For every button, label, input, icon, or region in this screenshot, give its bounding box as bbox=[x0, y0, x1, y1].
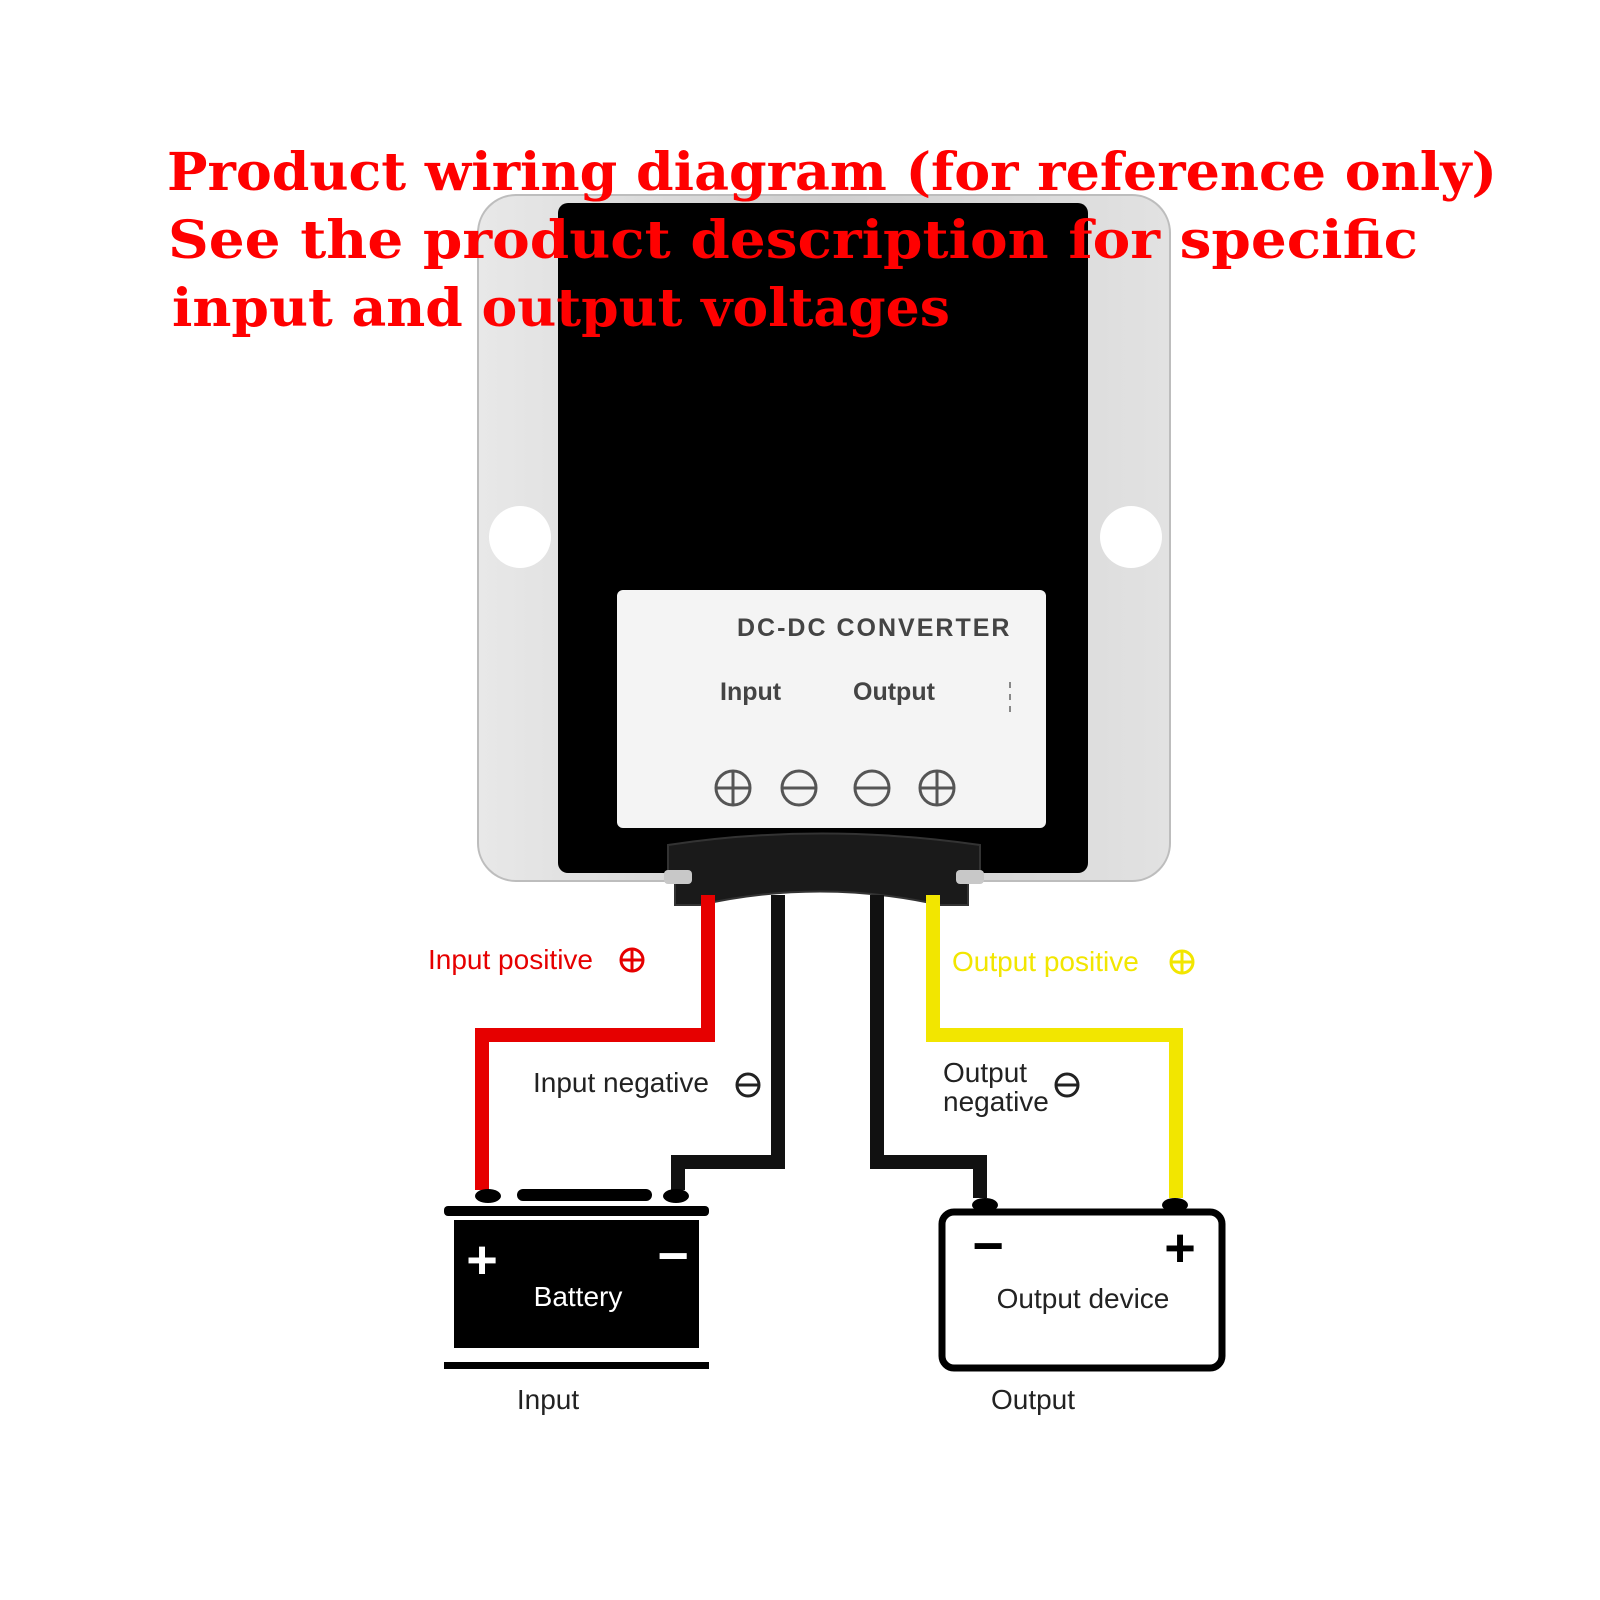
heading-line-1: Product wiring diagram (for reference on… bbox=[167, 142, 1497, 203]
wire-input-negative bbox=[671, 895, 785, 1190]
label-input-negative: Input negative bbox=[533, 1067, 709, 1098]
battery-plus-terminal: + bbox=[466, 1230, 498, 1290]
output-device-label: Output device bbox=[997, 1283, 1170, 1314]
output-device-plus-terminal: + bbox=[1164, 1218, 1196, 1278]
converter-label-sticker bbox=[617, 590, 1046, 828]
wire-input-positive bbox=[475, 895, 715, 1190]
battery-caption: Input bbox=[517, 1384, 579, 1415]
label-output-positive: Output positive bbox=[952, 946, 1139, 977]
battery-post-positive bbox=[475, 1189, 501, 1203]
battery: + − Battery bbox=[444, 1189, 709, 1369]
output-device-caption: Output bbox=[991, 1384, 1075, 1415]
converter-title: DC-DC CONVERTER bbox=[737, 614, 1011, 642]
heading-line-2: See the product description for specific bbox=[168, 210, 1418, 271]
output-device-minus-terminal: − bbox=[972, 1216, 1004, 1276]
plate-notch-right bbox=[956, 870, 984, 884]
output-positive-symbol-icon bbox=[1169, 949, 1195, 975]
battery-minus-terminal: − bbox=[657, 1226, 689, 1286]
plate-notch-left bbox=[664, 870, 692, 884]
terminal-output-negative-icon bbox=[853, 769, 891, 807]
wire-output-positive bbox=[926, 895, 1183, 1198]
battery-top-rail bbox=[444, 1206, 709, 1216]
battery-vent-cap bbox=[517, 1189, 652, 1201]
battery-post-negative bbox=[663, 1189, 689, 1203]
mounting-hole-right bbox=[1100, 506, 1162, 568]
converter-input-label: Input bbox=[720, 678, 782, 706]
cable-gland bbox=[667, 832, 981, 906]
battery-label: Battery bbox=[534, 1281, 623, 1312]
label-input-positive: Input positive bbox=[428, 944, 593, 975]
wire-output-negative bbox=[870, 895, 987, 1198]
input-negative-symbol-icon bbox=[735, 1072, 761, 1098]
output-device-body bbox=[938, 1208, 1226, 1372]
battery-bottom-rail bbox=[444, 1362, 709, 1369]
mounting-hole-left bbox=[489, 506, 551, 568]
heading-line-3: input and output voltages bbox=[172, 278, 950, 339]
output-negative-symbol-icon bbox=[1054, 1072, 1080, 1098]
input-positive-symbol-icon bbox=[619, 947, 645, 973]
terminal-input-negative-icon bbox=[780, 769, 818, 807]
terminal-input-positive-icon bbox=[714, 769, 752, 807]
output-device: − + Output device bbox=[938, 1198, 1226, 1372]
battery-body bbox=[454, 1220, 699, 1348]
terminal-output-positive-icon bbox=[918, 769, 956, 807]
converter-output-label: Output bbox=[853, 678, 936, 706]
label-output-negative-line1: Output bbox=[943, 1057, 1027, 1088]
label-output-negative-line2: negative bbox=[943, 1086, 1049, 1117]
